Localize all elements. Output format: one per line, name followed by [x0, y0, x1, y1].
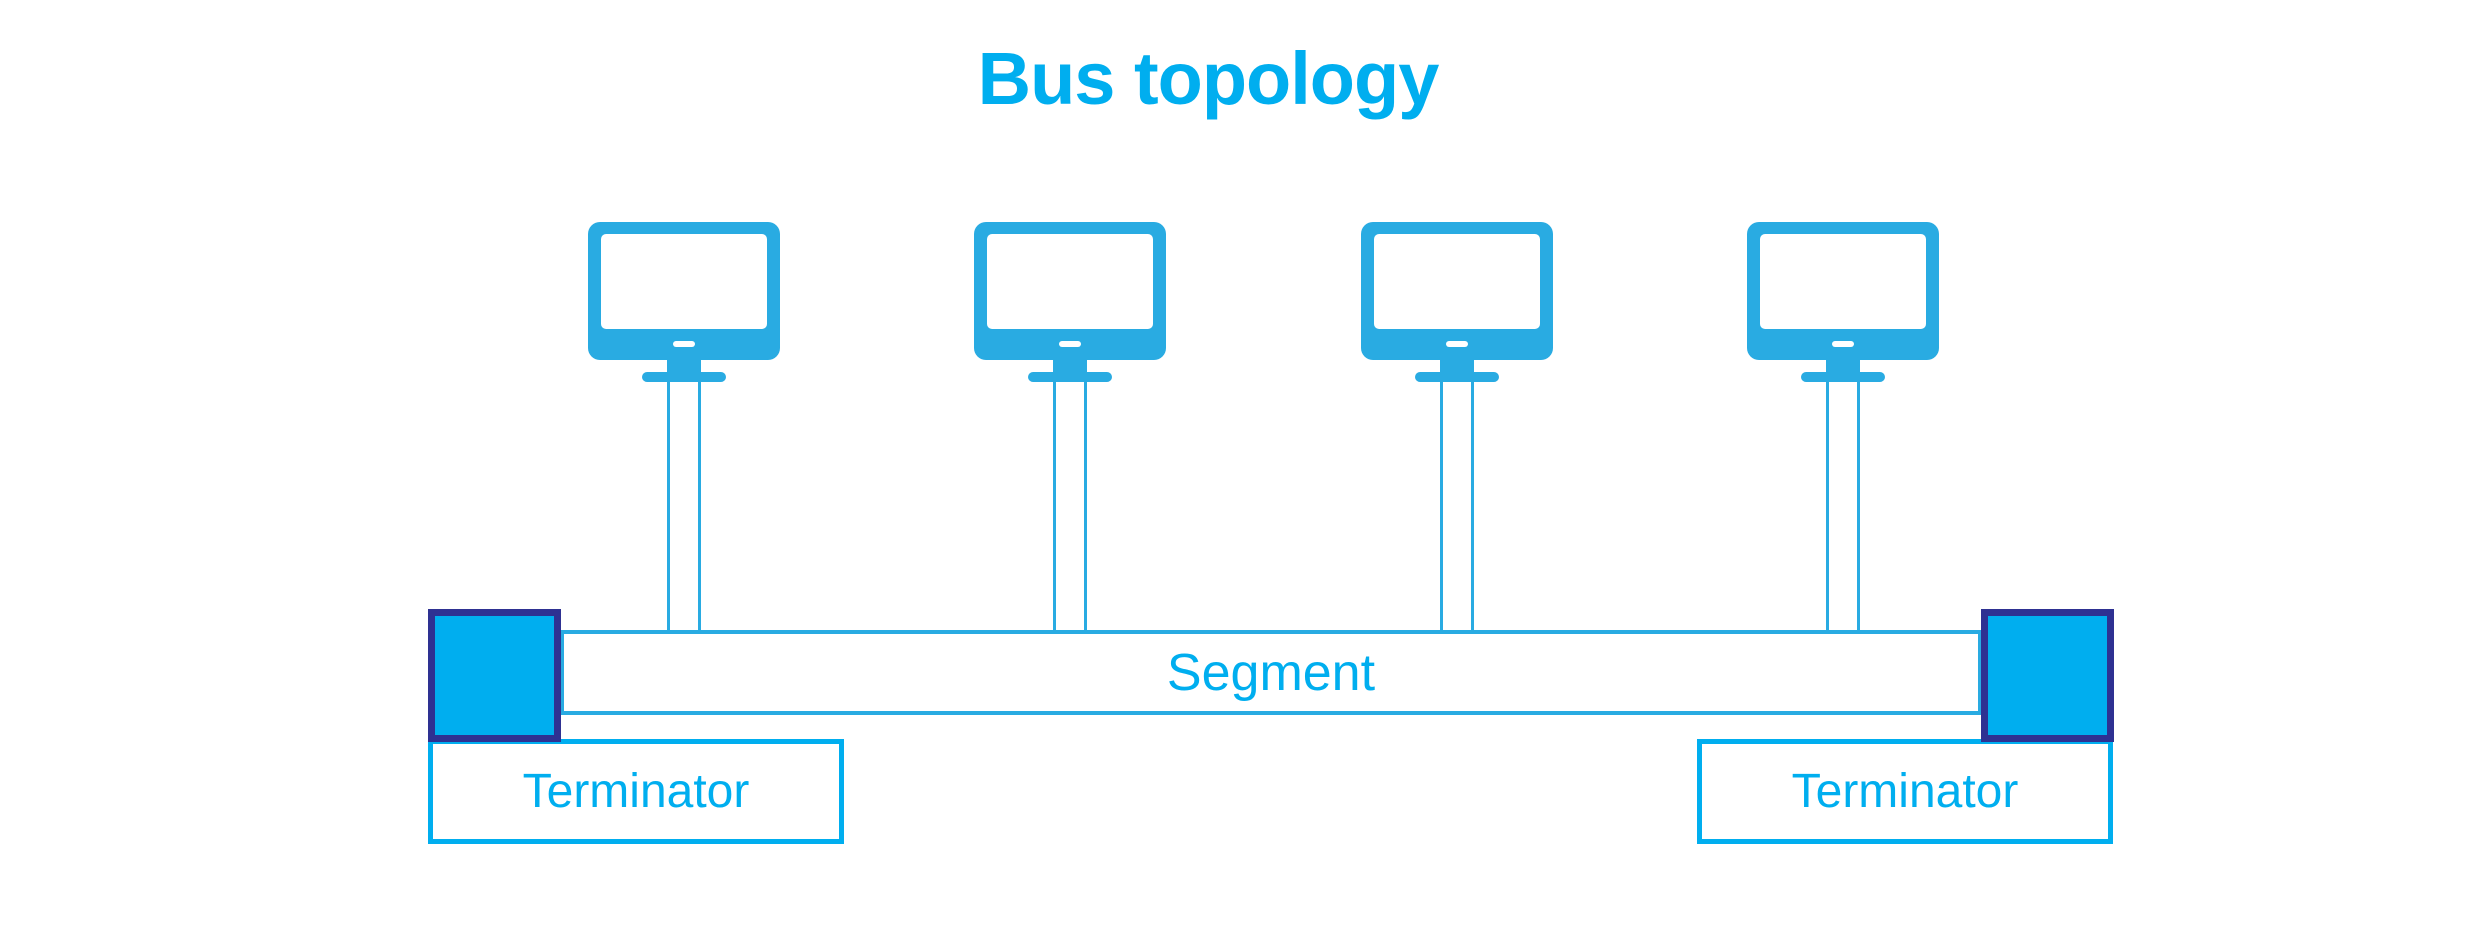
cable-line-icon [1440, 380, 1443, 632]
computer-4 [1747, 222, 1939, 632]
monitor-stand-base [642, 372, 726, 382]
terminator-label-box-left: Terminator [428, 739, 844, 844]
terminator-label-box-right: Terminator [1697, 739, 2113, 844]
segment-label: Segment [1166, 643, 1376, 702]
monitor-screen [987, 234, 1153, 329]
cable-line-icon [667, 380, 670, 632]
cable-line-icon [1826, 380, 1829, 632]
monitor-stand-neck [667, 358, 701, 376]
monitor-stand-base [1415, 372, 1499, 382]
monitor-stand-neck [1053, 358, 1087, 376]
monitor-stand-base [1028, 372, 1112, 382]
computer-3 [1361, 222, 1553, 632]
terminator-square-right [1981, 609, 2114, 742]
desktop-monitor-icon [1361, 222, 1553, 360]
terminator-label: Terminator [1791, 765, 2019, 818]
diagram-title: Bus topology [977, 37, 1440, 120]
segment-bus-bar: Segment [560, 630, 1982, 715]
monitor-stand-neck [1826, 358, 1860, 376]
cable-line-icon [698, 380, 701, 632]
monitor-screen [601, 234, 767, 329]
cable-line-icon [1084, 380, 1087, 632]
monitor-stand-neck [1440, 358, 1474, 376]
cable-line-icon [1471, 380, 1474, 632]
terminator-label: Terminator [522, 765, 750, 818]
monitor-chin-dash [1446, 341, 1468, 347]
monitor-stand-base [1801, 372, 1885, 382]
monitor-screen [1374, 234, 1540, 329]
desktop-monitor-icon [588, 222, 780, 360]
monitor-chin-dash [673, 341, 695, 347]
computer-2 [974, 222, 1166, 632]
monitor-chin-dash [1059, 341, 1081, 347]
desktop-monitor-icon [1747, 222, 1939, 360]
computer-1 [588, 222, 780, 632]
terminator-square-left [428, 609, 561, 742]
cable-line-icon [1857, 380, 1860, 632]
monitor-chin-dash [1832, 341, 1854, 347]
desktop-monitor-icon [974, 222, 1166, 360]
cable-line-icon [1053, 380, 1056, 632]
monitor-screen [1760, 234, 1926, 329]
